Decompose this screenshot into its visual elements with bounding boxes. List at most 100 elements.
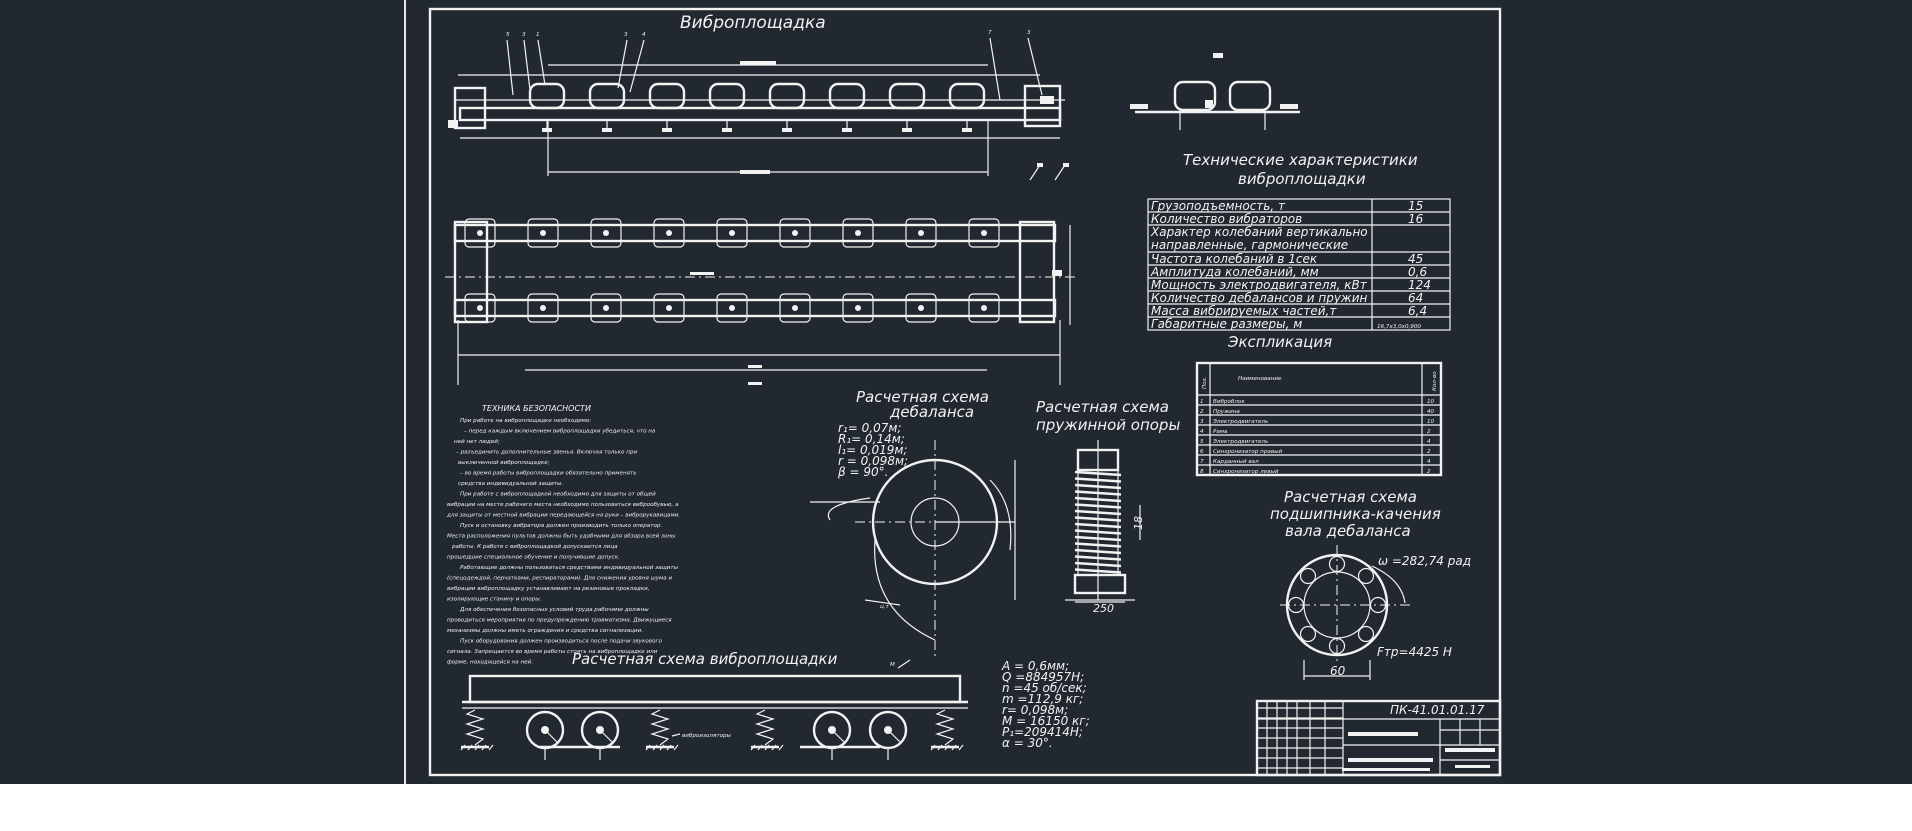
safety-line: изолирующие станину и опоры.	[447, 597, 542, 603]
drawing-sheet: Виброплощадка 5 3 1 3 4 7 3	[428, 7, 1502, 777]
debalance-title-line2: дебаланса	[889, 403, 974, 421]
expl-col-name: Наименование	[1238, 376, 1282, 382]
vibro-unit-plan	[653, 293, 685, 323]
spec-label: Мощность электродвигателя, кВт	[1151, 278, 1368, 292]
safety-line: (спецодеждой, перчатками, респираторами)…	[447, 576, 672, 582]
vibro-unit	[888, 82, 926, 110]
safety-line: форме, находящейся на ней.	[447, 660, 533, 666]
vibro-unit-plan	[527, 218, 559, 248]
spec-label: Масса вибрируемых частей,т	[1151, 304, 1337, 318]
bearing-ball	[1299, 625, 1317, 643]
safety-line: При работе с виброплощадкой необходимо д…	[460, 492, 656, 498]
debalance-param: r = 0,098м;	[838, 454, 908, 468]
safety-line: – во время работы виброплощадки обязател…	[460, 471, 637, 477]
expl-name: Виброблок	[1213, 399, 1245, 405]
safety-line: При работе на виброплощадке необходимо:	[460, 418, 591, 424]
expl-name: Синхронизатор левый	[1213, 469, 1279, 475]
spec-label: Характер колебаний вертикально	[1150, 225, 1368, 239]
expl-qty: 10	[1427, 399, 1435, 405]
safety-line: механизмы должны иметь ограждения и сред…	[447, 628, 643, 634]
spec-value: 64	[1408, 291, 1423, 305]
bearing-omega: ω =282,74 рад	[1378, 554, 1471, 568]
leader-number: 3	[624, 32, 628, 38]
expl-name: Карданный вал	[1213, 459, 1259, 465]
spec-value: 16,7х3,0х0,900	[1377, 324, 1421, 330]
expl-name: Синхронизатор правый	[1213, 449, 1283, 455]
vibro-unit	[708, 82, 746, 110]
leader-number: 3	[1027, 30, 1031, 36]
debalance-param: l₁= 0,019м;	[838, 443, 907, 457]
spec-label: Количество дебалансов и пружин	[1151, 291, 1368, 305]
bearing-scheme: Расчетная схема подшипника-качения вала …	[1270, 488, 1471, 680]
bearing-force: Fтр=4425 Н	[1377, 645, 1452, 659]
vibro-unit-plan	[779, 218, 811, 248]
safety-line: проводиться мероприятия по предупреждени…	[447, 618, 672, 624]
expl-pos: 2	[1200, 409, 1204, 415]
safety-line: Для обеспечения безопасных условий труда…	[459, 607, 649, 613]
safety-line: Места расположения пультов должны быть у…	[447, 534, 676, 540]
spec-label: Габаритные размеры, м	[1151, 317, 1302, 331]
platform-plan-view	[445, 163, 1075, 385]
vibro-unit-plan	[653, 218, 685, 248]
platform-param: r= 0,098м;	[1002, 703, 1068, 717]
safety-line: ней нет людей;	[454, 439, 500, 445]
leader-number: 4	[642, 32, 646, 38]
debalance-scheme: Расчетная схема дебаланса r₁= 0,07м;R₁= …	[810, 388, 1016, 660]
platform-param: M = 16150 кг;	[1002, 714, 1090, 728]
vibro-unit-plan	[968, 218, 1000, 248]
expl-pos: 8	[1200, 469, 1204, 475]
safety-line: выключенной виброплощадке;	[458, 460, 550, 466]
safety-line: Работающие должны пользоваться средствам…	[460, 565, 679, 571]
vibro-unit-plan-row	[464, 218, 1000, 323]
spec-value: 6,4	[1408, 304, 1427, 318]
title-block-grid	[1257, 701, 1343, 775]
bearing-title-line1: Расчетная схема	[1284, 488, 1417, 506]
expl-qty: 2	[1427, 469, 1431, 475]
drawing-viewport[interactable]	[0, 0, 1912, 784]
vibro-unit-plan	[464, 218, 496, 248]
vibro-unit-plan	[590, 218, 622, 248]
bearing-title-line2: подшипника-качения	[1270, 505, 1441, 523]
safety-title: ТЕХНИКА БЕЗОПАСНОСТИ	[482, 404, 591, 413]
explication-title: Экспликация	[1227, 333, 1332, 351]
bearing-title-line3: вала дебаланса	[1285, 522, 1411, 540]
spec-value: 16	[1408, 212, 1424, 226]
viewport-divider	[404, 0, 406, 784]
expl-qty: 2	[1427, 449, 1431, 455]
spec-label: Частота колебаний в 1сек	[1151, 252, 1318, 266]
expl-name: Рама	[1213, 429, 1228, 435]
vibro-unit	[648, 82, 686, 110]
vibro-unit-plan	[716, 218, 748, 248]
vibro-unit	[588, 82, 626, 110]
sheet-title: Виброплощадка	[680, 13, 826, 33]
bearing-ball	[1357, 625, 1375, 643]
isolator-spring	[934, 709, 956, 746]
expl-qty: 40	[1427, 409, 1435, 415]
platform-unbalance-wheels	[525, 710, 908, 760]
expl-pos: 7	[1200, 459, 1204, 465]
sheet-border	[428, 7, 1502, 777]
vibro-unit-plan	[842, 293, 874, 323]
expl-qty: 4	[1427, 459, 1431, 465]
expl-pos: 4	[1200, 429, 1204, 435]
platform-scheme: Расчетная схема виброплощадки М виброизо…	[460, 650, 1090, 760]
vibro-unit-row	[528, 82, 986, 132]
safety-line: – перед каждым включением виброплощадки …	[464, 429, 656, 435]
expl-qty: 4	[1427, 439, 1431, 445]
debalance-param: R₁= 0,14м;	[838, 432, 905, 446]
leader-number: 5	[506, 32, 510, 38]
platform-param: A = 0,6мм;	[1001, 659, 1069, 673]
platform-param: P₁=209414Н;	[1002, 725, 1083, 739]
vibro-unit-plan	[842, 218, 874, 248]
expl-pos: 6	[1200, 449, 1204, 455]
vibro-unit-plan	[779, 293, 811, 323]
isolator-spring	[754, 709, 776, 746]
spring-title-line2: пружинной опоры	[1036, 416, 1180, 434]
spring-title-line1: Расчетная схема	[1036, 398, 1169, 416]
platform-param: n =45 об/сек;	[1002, 681, 1087, 695]
spec-value: 0,6	[1408, 265, 1427, 279]
bearing-dim: 60	[1330, 664, 1346, 678]
vibro-unit-plan	[716, 293, 748, 323]
safety-line: прошедшие специальное обучение и получив…	[447, 555, 620, 561]
